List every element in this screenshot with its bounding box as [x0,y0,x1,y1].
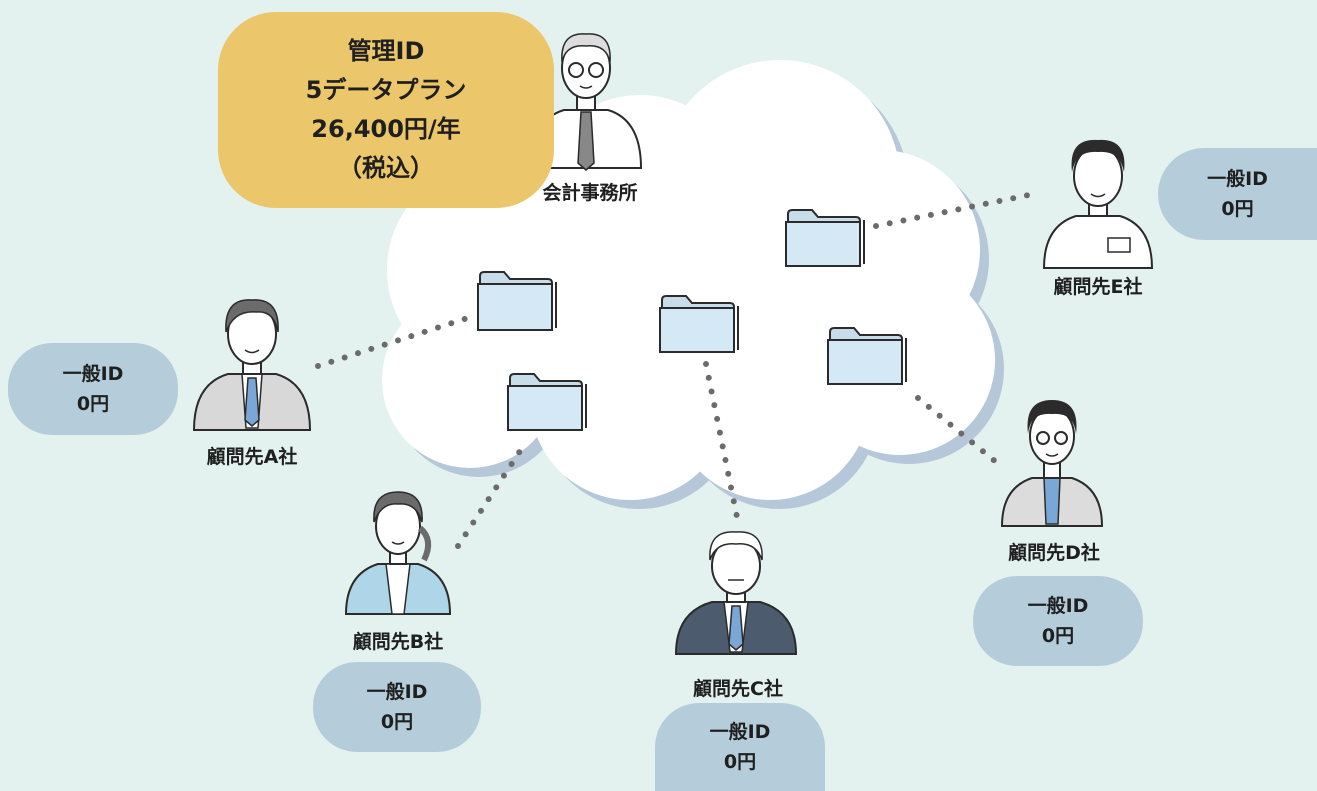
folder-icon [827,327,907,385]
client-b-label: 顧問先B社 [352,631,444,653]
connection-client-e [873,191,1037,229]
connection-lines [315,191,1037,549]
client-c-id-bubble: 一般ID 0円 [655,703,825,791]
client-e-price: 0円 [1221,198,1254,220]
folder-icon [659,295,739,353]
folder-icon [477,271,557,331]
client-c-person-icon [674,531,798,655]
client-a-id-type: 一般ID [62,363,124,385]
client-d-id-bubble: 一般ID 0円 [973,576,1143,666]
client-a-person-icon [192,299,312,431]
connection-client-d [915,395,999,465]
client-e-label: 顧問先E社 [1053,276,1143,298]
connection-client-c [703,361,741,525]
accountant-person-icon [529,33,643,171]
office-label: 会計事務所 [542,182,638,204]
connection-client-a [315,313,477,369]
connection-client-b [455,445,525,549]
client-c-label: 顧問先C社 [693,678,783,700]
management-plan-bubble: 管理ID 5データプラン 26,400円/年 （税込） [218,12,554,208]
client-e-id-bubble: 一般ID 0円 [1158,148,1317,240]
client-d-label: 顧問先D社 [1008,542,1100,564]
client-c-price: 0円 [723,751,757,773]
shared-folders [477,209,907,431]
plan-name: 5データプラン [305,76,467,104]
plan-id-type: 管理ID [347,37,425,65]
client-b-person-icon [344,491,452,615]
folder-icon [785,209,865,267]
folder-icon [507,373,587,431]
client-d-id-type: 一般ID [1027,595,1089,617]
client-d-person-icon [1000,400,1104,527]
plan-tax-note: （税込） [338,154,434,182]
client-a-id-bubble: 一般ID 0円 [8,343,178,435]
client-b-price: 0円 [380,711,414,733]
client-b-id-type: 一般ID [366,681,428,703]
client-a-label: 顧問先A社 [206,446,298,468]
client-a-price: 0円 [76,393,110,415]
client-c-id-type: 一般ID [709,721,771,743]
client-d-price: 0円 [1041,625,1075,647]
client-b-id-bubble: 一般ID 0円 [313,662,481,752]
plan-price: 26,400円/年 [311,115,461,143]
client-e-person-icon [1042,139,1154,269]
client-e-id-type: 一般ID [1207,168,1268,190]
